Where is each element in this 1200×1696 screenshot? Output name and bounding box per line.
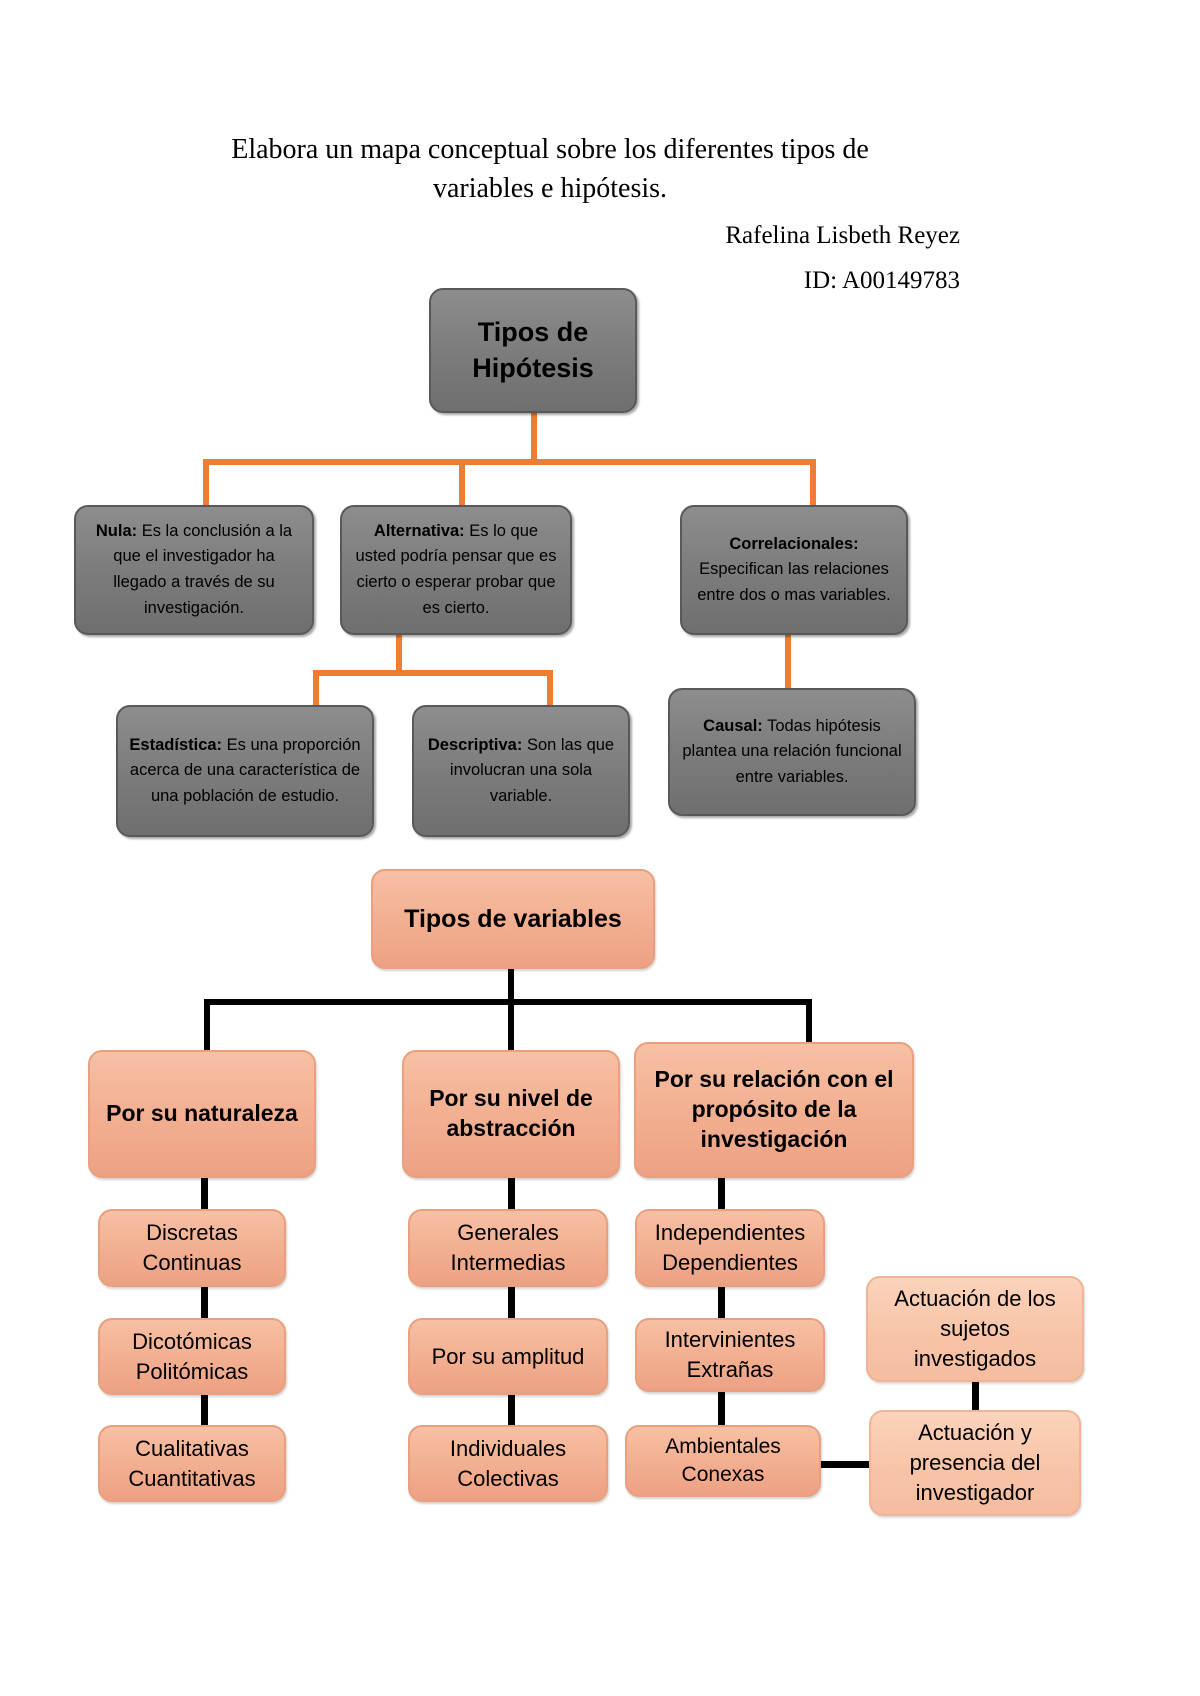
node-label: Discretas Continuas <box>142 1220 242 1275</box>
node-label: Intervinientes Extrañas <box>664 1327 796 1382</box>
edge-relacion-2 <box>718 1287 725 1319</box>
node-label: Por su nivel de abstracción <box>429 1085 593 1141</box>
node-descriptiva-desc: Son las que involucran una sola variable… <box>449 735 615 805</box>
student-id: ID: A00149783 <box>803 267 960 294</box>
node-intervinientes-extranas[interactable]: Intervinientes Extrañas <box>635 1318 825 1392</box>
node-label: Generales Intermedias <box>450 1220 566 1275</box>
edge-relacion-3 <box>718 1390 725 1426</box>
edge-bus-row1 <box>203 459 816 465</box>
node-actuacion-presencia-investigador[interactable]: Actuación y presencia del investigador <box>869 1410 1081 1516</box>
node-estadistica[interactable]: Estadística: Es una proporción acerca de… <box>116 705 374 837</box>
node-nula[interactable]: Nula: Es la conclusión a la que el inves… <box>74 505 314 635</box>
node-correlacionales-desc: Especifican las relaciones entre dos o m… <box>697 560 891 604</box>
node-por-su-naturaleza[interactable]: Por su naturaleza <box>88 1050 316 1178</box>
node-label: Por su naturaleza <box>106 1100 298 1127</box>
author-name: Rafelina Lisbeth Reyez <box>725 222 960 249</box>
edge-naturaleza-2 <box>201 1287 208 1319</box>
node-alternativa-term: Alternativa: <box>373 521 465 540</box>
edge-bus-row2 <box>313 670 553 676</box>
node-nula-term: Nula: <box>95 521 138 540</box>
node-generales-intermedias[interactable]: Generales Intermedias <box>408 1209 608 1287</box>
edge-drop-nula <box>203 459 209 507</box>
node-label: Ambientales Conexas <box>665 1434 781 1486</box>
node-actuacion-sujetos-investigados[interactable]: Actuación de los sujetos investigados <box>866 1276 1084 1382</box>
edge-correlacionales-causal <box>785 634 791 690</box>
node-alternativa[interactable]: Alternativa: Es lo que usted podría pens… <box>340 505 572 635</box>
edge-drop-correlacionales <box>810 459 816 507</box>
node-por-su-nivel-de-abstraccion[interactable]: Por su nivel de abstracción <box>402 1050 620 1178</box>
node-ambientales-conexas[interactable]: Ambientales Conexas <box>625 1425 821 1497</box>
node-por-su-amplitud[interactable]: Por su amplitud <box>408 1318 608 1395</box>
node-independientes-dependientes[interactable]: Independientes Dependientes <box>635 1209 825 1287</box>
node-label: Tipos de Hipótesis <box>472 317 594 383</box>
edge-abstraccion-3 <box>508 1394 515 1426</box>
edge-relacion-1 <box>718 1177 725 1210</box>
edge-root-down <box>531 411 537 463</box>
edge-naturaleza-1 <box>201 1177 208 1210</box>
node-label: Tipos de variables <box>404 905 622 933</box>
node-label: Individuales Colectivas <box>449 1435 567 1491</box>
node-discretas-continuas[interactable]: Discretas Continuas <box>98 1209 286 1287</box>
node-descriptiva-term: Descriptiva: <box>427 735 523 754</box>
node-individuales-colectivas[interactable]: Individuales Colectivas <box>408 1425 608 1502</box>
node-correlacionales-term: Correlacionales: <box>729 534 859 553</box>
node-causal-term: Causal: <box>703 716 763 735</box>
node-estadistica-term: Estadística: <box>129 735 223 754</box>
node-nula-desc: Es la conclusión a la que el investigado… <box>113 521 293 617</box>
edge-drop-descriptiva <box>547 670 553 706</box>
node-descriptiva[interactable]: Descriptiva: Son las que involucran una … <box>412 705 630 837</box>
node-estadistica-desc: Es una proporción acerca de una caracter… <box>129 735 361 805</box>
edge-drop-naturaleza <box>204 999 210 1051</box>
node-label: Actuación de los sujetos investigados <box>894 1286 1056 1371</box>
node-label: Actuación y presencia del investigador <box>909 1420 1041 1505</box>
node-causal[interactable]: Causal: Todas hipótesis plantea una rela… <box>668 688 916 816</box>
node-label: Por su amplitud <box>431 1343 585 1369</box>
node-por-su-relacion-proposito[interactable]: Por su relación con el propósito de la i… <box>634 1042 914 1178</box>
edge-abstraccion-2 <box>508 1287 515 1319</box>
node-tipos-de-variables[interactable]: Tipos de variables <box>371 869 655 969</box>
edge-variables-root-down <box>508 967 514 1002</box>
node-label: Independientes Dependientes <box>654 1220 806 1275</box>
node-dicotomicas-politomicas[interactable]: Dicotómicas Politómicas <box>98 1318 286 1395</box>
edge-drop-alternativa <box>459 459 465 507</box>
node-causal-desc: Todas hipótesis plantea una relación fun… <box>682 716 902 786</box>
node-tipos-de-hipotesis[interactable]: Tipos de Hipótesis <box>429 288 637 413</box>
edge-drop-estadistica <box>313 670 319 706</box>
node-correlacionales[interactable]: Correlacionales: Especifican las relacio… <box>680 505 908 635</box>
page-title: Elabora un mapa conceptual sobre los dif… <box>231 134 869 205</box>
node-label: Por su relación con el propósito de la i… <box>654 1066 894 1152</box>
edge-bus-variables <box>204 999 812 1005</box>
node-label: Dicotómicas Politómicas <box>132 1328 252 1384</box>
node-alternativa-desc: Es lo que usted podría pensar que es cie… <box>355 521 557 617</box>
edge-drop-abstraccion <box>508 999 514 1051</box>
edge-abstraccion-1 <box>508 1177 515 1210</box>
edge-side-chain <box>972 1380 979 1412</box>
edge-alternativa-down <box>396 634 402 674</box>
edge-naturaleza-3 <box>201 1394 208 1426</box>
node-cualitativas-cuantitativas[interactable]: Cualitativas Cuantitativas <box>98 1425 286 1502</box>
node-label: Cualitativas Cuantitativas <box>128 1435 256 1491</box>
